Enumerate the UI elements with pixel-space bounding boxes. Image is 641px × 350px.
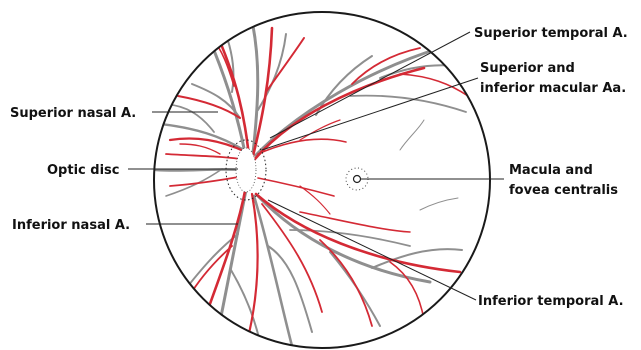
label-optic-disc: Optic disc bbox=[47, 163, 119, 178]
leader-macular-arteries bbox=[261, 77, 479, 151]
leader-lines bbox=[128, 31, 504, 301]
label-macular-arteries-line2: inferior macular Aa. bbox=[480, 81, 626, 96]
leader-inferior-temporal bbox=[267, 199, 477, 301]
label-superior-temporal-artery: Superior temporal A. bbox=[474, 26, 628, 41]
retinal-arteries bbox=[165, 26, 469, 348]
label-macula-line1: Macula and bbox=[509, 163, 593, 178]
leader-superior-temporal bbox=[269, 31, 471, 139]
label-superior-nasal-artery: Superior nasal A. bbox=[10, 106, 136, 121]
label-inferior-nasal-artery: Inferior nasal A. bbox=[12, 218, 130, 233]
optic-disc-shape bbox=[225, 139, 267, 201]
label-macular-arteries-line1: Superior and bbox=[480, 61, 575, 76]
fundus-outline bbox=[153, 11, 491, 349]
label-macula-line2: fovea centralis bbox=[509, 183, 618, 198]
label-inferior-temporal-artery: Inferior temporal A. bbox=[478, 294, 624, 309]
